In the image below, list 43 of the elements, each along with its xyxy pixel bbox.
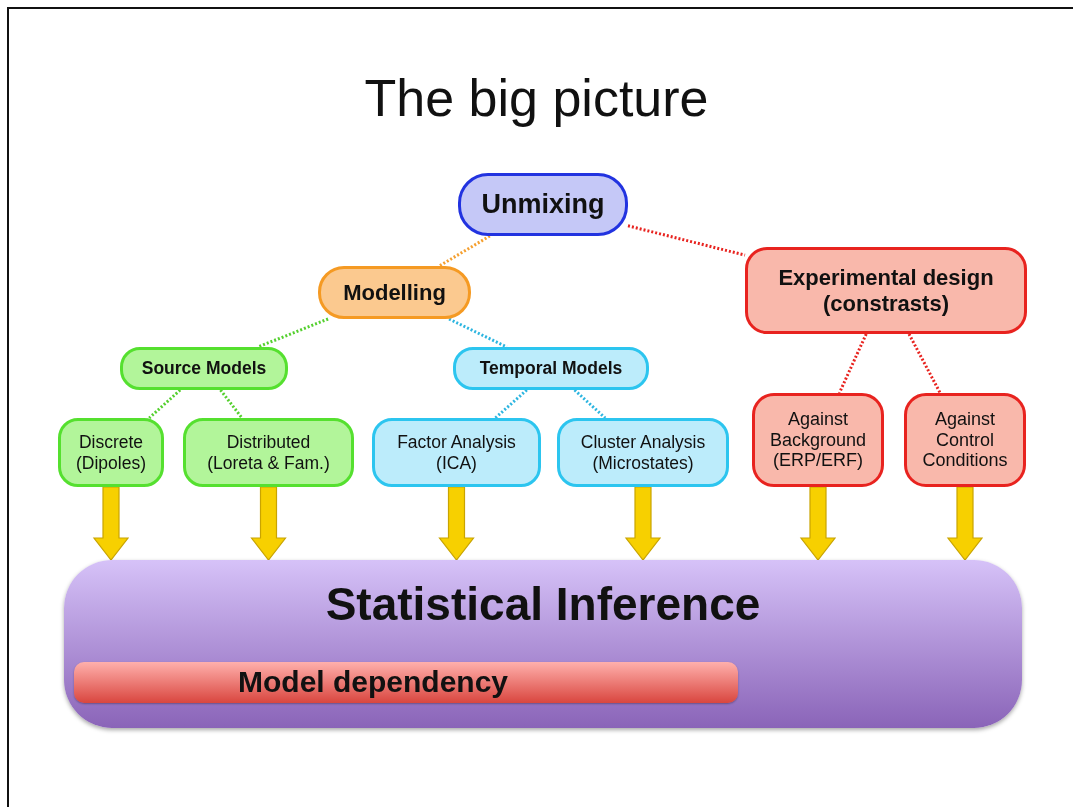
- topic-node: [458, 173, 628, 236]
- slide-title: The big picture: [363, 68, 710, 128]
- topic-node: [745, 247, 1027, 334]
- node-label: Cluster Analysis (Microstates): [579, 432, 707, 473]
- block-arrow: [438, 486, 475, 561]
- node-label: Against Background (ERP/ERF): [768, 408, 868, 472]
- connector-line: [573, 388, 607, 420]
- connector-line: [627, 224, 746, 257]
- connector-line: [257, 317, 329, 349]
- node-label: Experimental design (constrasts): [778, 265, 994, 316]
- connector-line: [907, 333, 942, 394]
- block-arrow: [624, 486, 662, 561]
- node-label: Against Control Conditions: [921, 408, 1009, 472]
- node-label: Source Models: [141, 358, 267, 379]
- block-arrow: [946, 486, 984, 561]
- block-arrow: [92, 486, 130, 561]
- connector-line: [219, 389, 244, 419]
- node-label: Factor Analysis (ICA): [396, 432, 517, 473]
- connector-line: [448, 317, 508, 349]
- node-label: Unmixing: [481, 188, 605, 220]
- connector-line: [438, 234, 491, 268]
- topic-node: [120, 347, 288, 390]
- node-label: Temporal Models: [479, 358, 623, 379]
- inference-band: [64, 560, 1022, 728]
- topic-node: [557, 418, 729, 487]
- topic-node: [183, 418, 354, 487]
- node-label: Discrete (Dipoles): [75, 432, 147, 473]
- connector-line: [838, 333, 868, 394]
- topic-node: [318, 266, 471, 319]
- topic-node: [752, 393, 884, 487]
- dependency-bar: [74, 662, 738, 703]
- connector-line: [494, 388, 528, 420]
- node-label: Model dependency: [238, 665, 509, 700]
- connector-line: [148, 388, 182, 420]
- topic-node: [904, 393, 1026, 487]
- node-label: Distributed (Loreta & Fam.): [206, 432, 331, 473]
- topic-node: [372, 418, 541, 487]
- topic-node: [453, 347, 649, 390]
- block-arrow: [250, 486, 287, 561]
- topic-node: [58, 418, 164, 487]
- block-arrow: [799, 486, 837, 561]
- node-label: Statistical Inference: [325, 578, 761, 631]
- node-label: Modelling: [343, 279, 446, 306]
